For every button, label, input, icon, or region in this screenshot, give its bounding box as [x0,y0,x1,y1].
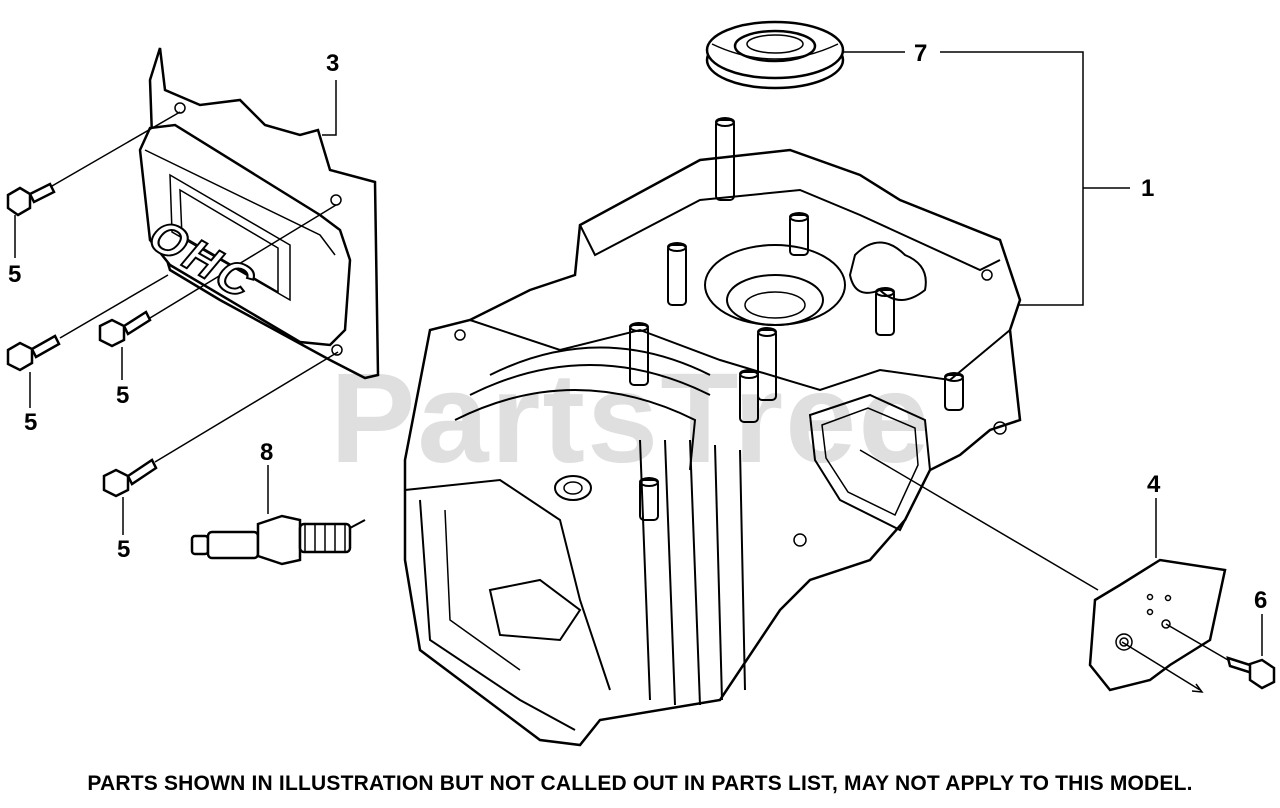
callout-3: 3 [326,50,340,77]
footer-disclaimer: PARTS SHOWN IN ILLUSTRATION BUT NOT CALL… [87,772,1193,795]
bolt-6 [1226,656,1276,690]
callout-1: 1 [1141,175,1155,202]
bolt-5-middle-left [6,334,61,372]
callout-8: 8 [260,439,274,466]
callout-5-left: 5 [24,409,38,436]
callout-5-bottom: 5 [117,536,131,563]
oil-seal [705,20,845,90]
bolt-5-middle [98,310,152,348]
bolt-5-bottom [102,458,158,498]
bolt-5-top [6,182,56,217]
side-plate [1088,558,1227,692]
spark-plug [190,514,366,566]
callout-5-middle: 5 [116,382,130,409]
callout-5-top: 5 [8,261,22,288]
callout-7: 7 [914,40,928,67]
callout-6: 6 [1254,587,1268,614]
callout-4: 4 [1147,471,1161,498]
valve-cover [138,123,352,347]
leader-lines [14,51,1263,693]
cylinder-block [403,117,1022,747]
